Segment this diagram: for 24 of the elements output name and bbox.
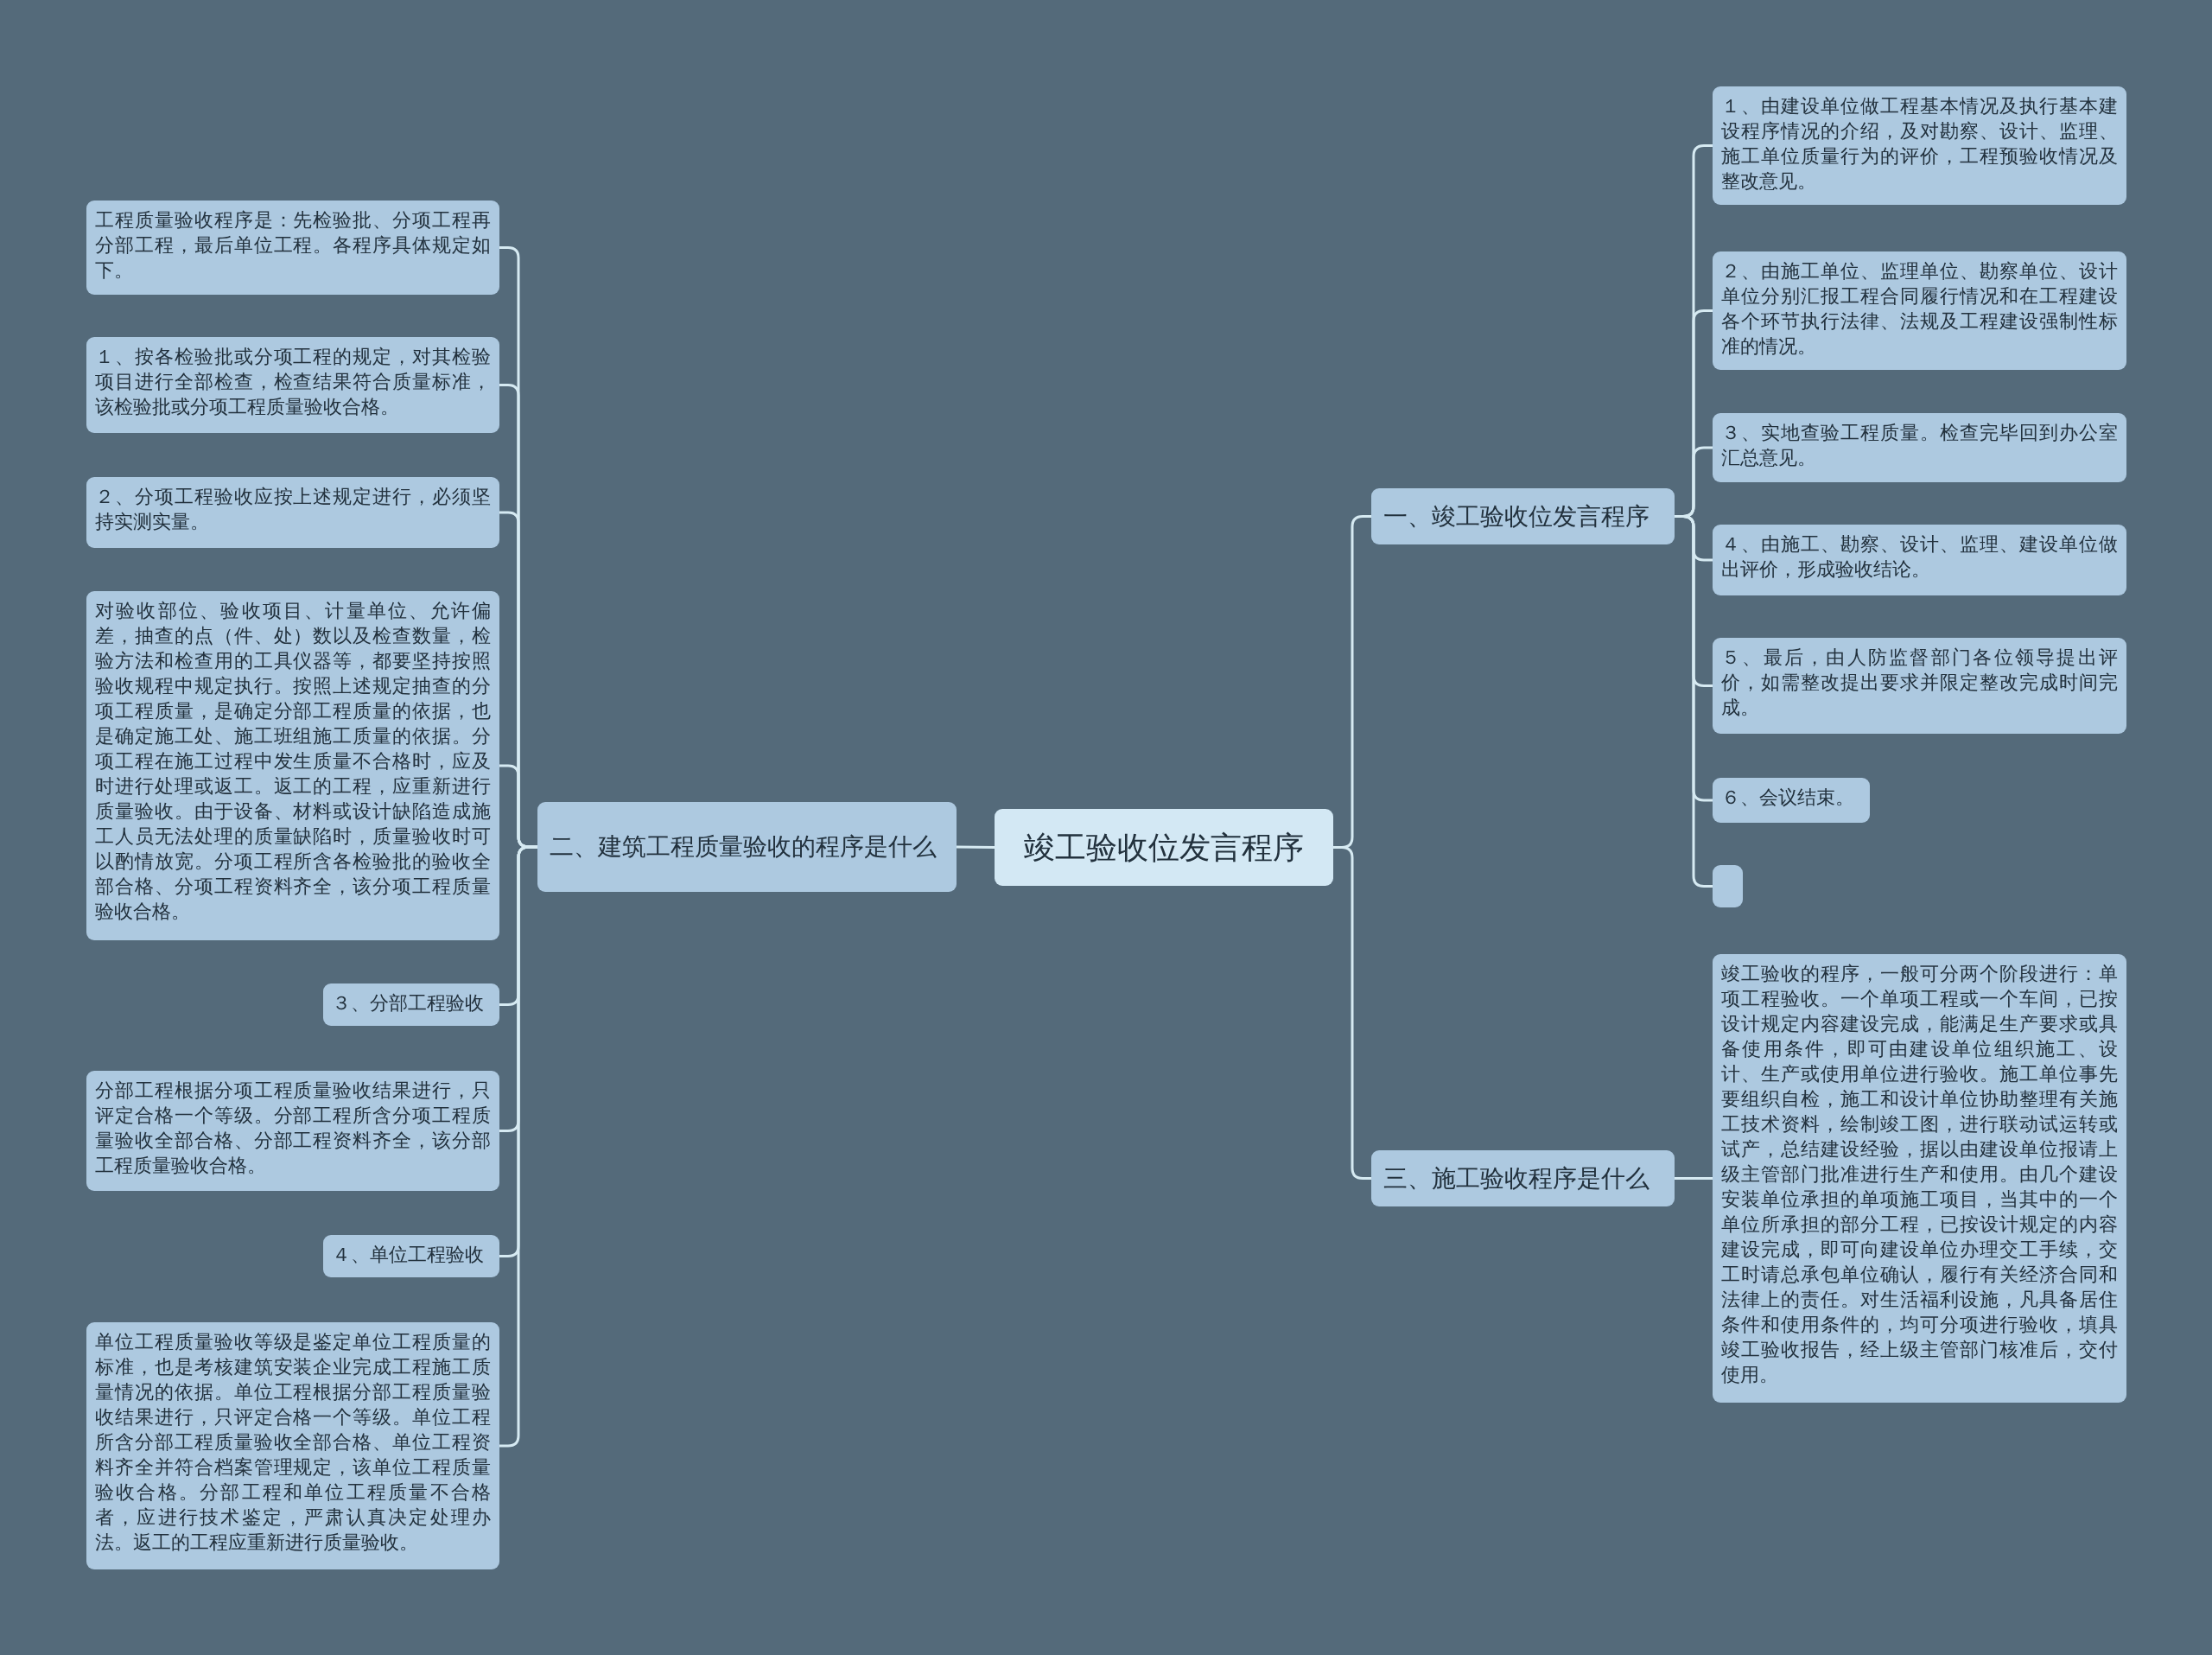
text-box: ５、最后，由人防监督部门各位领导提出评价，如需整改提出要求并限定整改完成时间完成。 (1713, 638, 2126, 734)
text-box: ４、单位工程验收 (323, 1235, 499, 1277)
text-box: １、按各检验批或分项工程的规定，对其检验项目进行全部检查，检查结果符合质量标准，该检验批或分项工程质量验收合格。 (86, 337, 499, 433)
topic-box: 二、建筑工程质量验收的程序是什么 (537, 802, 957, 892)
text-box: ３、分部工程验收 (323, 983, 499, 1026)
text-box: ４、由施工、勘察、设计、监理、建设单位做出评价，形成验收结论。 (1713, 525, 2126, 595)
connector-line (1675, 1177, 1713, 1180)
text-box: １、由建设单位做工程基本情况及执行基本建设程序情况的介绍，及对勘察、设计、监理、施工单位质量行为的评价，工程预验收情况及整改意见。 (1713, 86, 2126, 205)
text-box: ２、由施工单位、监理单位、勘察单位、设计单位分别汇报工程合同履行情况和在工程建设各个环节执行法律、法规及工程建设强制性标准的情况。 (1713, 251, 2126, 370)
topic-box: 三、施工验收程序是什么 (1371, 1150, 1675, 1206)
connector-line (1333, 846, 1371, 1180)
text-box: 分部工程根据分项工程质量验收结果进行，只评定合格一个等级。分部工程所含分项工程质量验收全部合格、分部工程资料齐全，该分部工程质量验收合格。 (86, 1071, 499, 1191)
text-box: ６、会议结束。 (1713, 778, 1870, 823)
text-box: 竣工验收的程序，一般可分两个阶段进行：单项工程验收。一个单项工程或一个车间，已按设计规定内容建设完成，能满足生产要求或具备使用条件，即可由建设单位组织施工、设计、生产或使用单位进行验收。施工单位事先要组织自检，施工和设计单位协助整理有关施工技术资料，绘制竣工图，进行联动试运转或试产，总结建设经验，据以由建设单位报请上级主管部门批准进行生产和使用。由几个建设安装单位承担的单项施工项目，当其中的一个单位所承担的部分工程，已按设计规定的内容建设完成，即可向建设单位办理交工手续，交工时请总承包单位确认，履行有关经济合同和法律上的责任。对生活福利设施，凡具备居住条件和使用条件的，均可分项进行验收，填具竣工验收报告，经上级主管部门核准后，交付使用。 (1713, 954, 2126, 1403)
text-box: 单位工程质量验收等级是鉴定单位工程质量的标准，也是考核建筑安装企业完成工程施工质量情况的依据。单位工程根据分部工程质量验收结果进行，只评定合格一个等级。单位工程所含分部工程质量验收全部合格、单位工程资料齐全并符合档案管理规定，该单位工程质量验收合格。分部工程和单位工程质量不合格者，应进行技术鉴定，严肃认真决定处理办法。返工的工程应重新进行质量验收。 (86, 1322, 499, 1569)
text-box: 工程质量验收程序是：先检验批、分项工程再分部工程，最后单位工程。各程序具体规定如下。 (86, 201, 499, 295)
empty-box (1713, 865, 1743, 907)
topic-box: 一、竣工验收位发言程序 (1371, 488, 1675, 544)
connector-line (1675, 515, 1713, 888)
text-box: ２、分项工程验收应按上述规定进行，必须坚持实测实量。 (86, 477, 499, 548)
central-topic-box: 竣工验收位发言程序 (995, 809, 1333, 886)
text-box: ３、实地查验工程质量。检查完毕回到办公室汇总意见。 (1713, 413, 2126, 482)
connector-line (957, 845, 995, 849)
text-box: 对验收部位、验收项目、计量单位、允许偏差，抽查的点（件、处）数以及检查数量，检验方法和检查用的工具仪器等，都要坚持按照验收规程中规定执行。按照上述规定抽查的分项工程质量，是确定分部工程质量的依据，也是确定施工处、施工班组施工质量的依据。分项工程在施工过程中发生质量不合格时，应及时进行处理或返工。返工的工程，应重新进行质量验收。由于设备、材料或设计缺陷造成施工人员无法处理的质量缺陷时，质量验收时可以酌情放宽。分项工程所含各检验批的验收全部合格、分项工程资料齐全，该分项工程质量验收合格。 (86, 591, 499, 940)
